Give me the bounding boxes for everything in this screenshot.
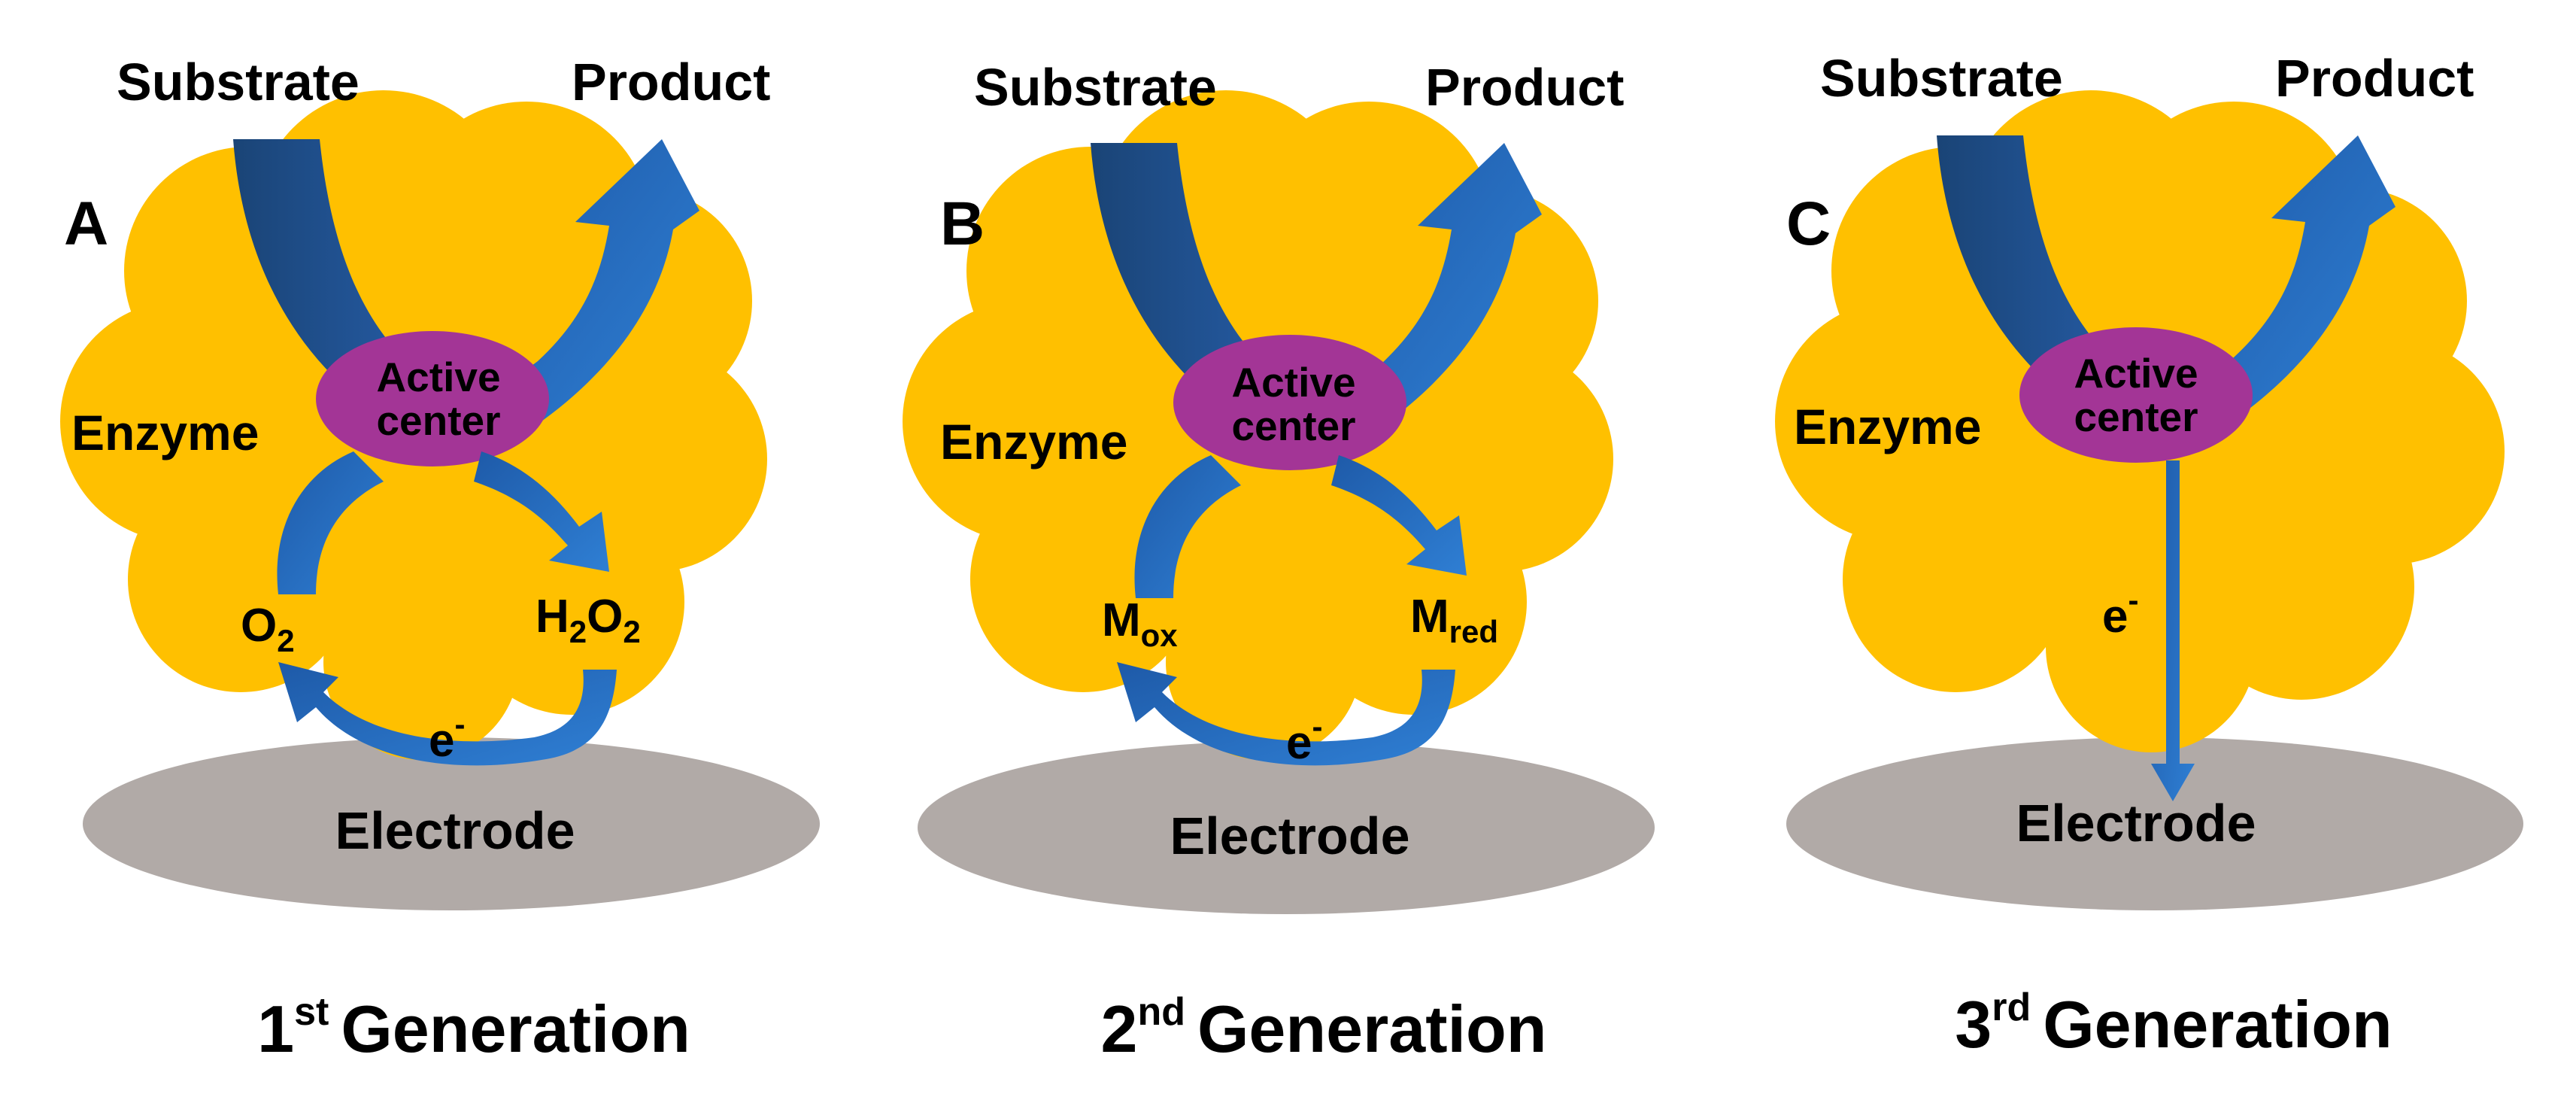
- panel-letter-b: B: [940, 190, 985, 258]
- active-center-label-b-line1: Active: [1231, 359, 1355, 406]
- species-left-label-a: O2: [241, 600, 295, 658]
- cycle-arrow-top-left-b: [1134, 455, 1241, 598]
- electron-transfer-arrow-c: [2151, 460, 2195, 801]
- active-center-a: [316, 331, 549, 466]
- panel-letter-c: C: [1786, 190, 1831, 258]
- active-center-label-a-line1: Active: [376, 354, 500, 400]
- substrate-label-a: Substrate: [117, 53, 360, 111]
- active-center-c: [2019, 327, 2253, 463]
- panel-letter-a: A: [64, 190, 108, 258]
- product-arrow-a: [493, 139, 699, 421]
- electrode-label-c: Electrode: [2016, 794, 2256, 852]
- panel-c: [1775, 90, 2523, 910]
- electrode-label-b: Electrode: [1170, 807, 1410, 865]
- species-right-label-b: Mred: [1410, 591, 1498, 649]
- electrode-b: [918, 741, 1655, 914]
- enzyme-label-b: Enzyme: [940, 414, 1127, 469]
- species-left-label-b: Mox: [1102, 594, 1178, 653]
- cycle-arrow-top-left-a: [277, 451, 384, 594]
- substrate-label-c: Substrate: [1820, 49, 2063, 108]
- product-label-b: Product: [1425, 58, 1624, 117]
- electron-label-c: e-: [2102, 582, 2138, 643]
- product-label-a: Product: [572, 53, 770, 111]
- enzyme-label-c: Enzyme: [1794, 399, 1981, 454]
- cycle-arrow-bottom-b: [1117, 662, 1455, 766]
- electron-label-b: e-: [1286, 709, 1322, 769]
- electrode-c: [1786, 737, 2523, 910]
- panel-a: [60, 90, 820, 910]
- substrate-label-b: Substrate: [974, 58, 1217, 117]
- electron-label-a: e-: [429, 706, 465, 767]
- active-center-label-b-line2: center: [1231, 403, 1355, 449]
- product-label-c: Product: [2275, 49, 2474, 108]
- substrate-arrow-b: [1091, 143, 1264, 399]
- cycle-arrow-bottom-a: [278, 662, 617, 766]
- species-right-label-a: H2O2: [536, 591, 641, 649]
- electrode-a: [83, 737, 820, 910]
- enzyme-label-a: Enzyme: [71, 405, 259, 460]
- active-center-b: [1173, 335, 1406, 470]
- active-center-label-c-line1: Active: [2074, 350, 2198, 397]
- cycle-arrow-top-right-a: [474, 451, 609, 572]
- panel-b: [903, 90, 1655, 914]
- substrate-arrow-a: [233, 139, 406, 395]
- active-center-label-c-line2: center: [2074, 393, 2198, 440]
- product-arrow-b: [1335, 143, 1542, 425]
- active-center-label-a-line2: center: [376, 397, 500, 444]
- cycle-arrow-top-right-b: [1331, 455, 1467, 576]
- electrode-label-a: Electrode: [335, 801, 575, 860]
- product-arrow-c: [2189, 135, 2395, 418]
- substrate-arrow-c: [1937, 135, 2110, 391]
- enzyme-blob-c: [1775, 90, 2505, 752]
